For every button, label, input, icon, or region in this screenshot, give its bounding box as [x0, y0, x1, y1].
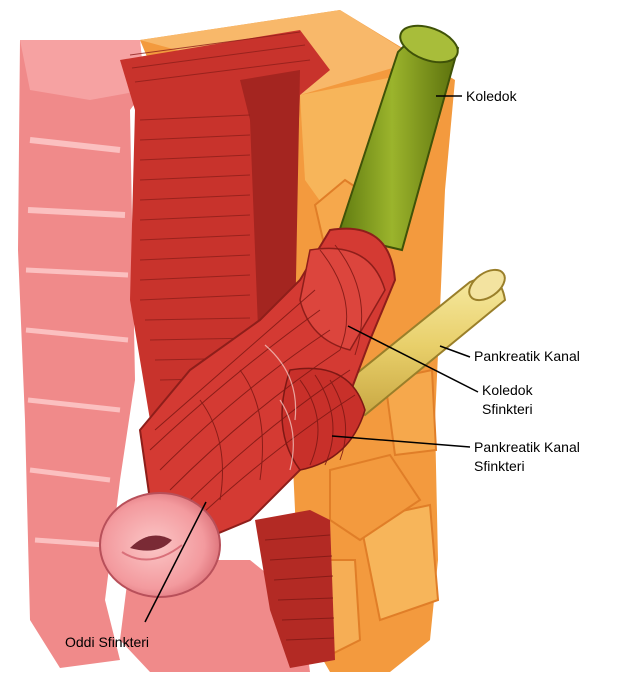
leader-pankreatik-kanal	[440, 346, 470, 357]
label-koledok: Koledok	[466, 88, 517, 105]
label-koledok-sfinkteri-line1: Koledok	[482, 382, 533, 399]
label-oddi-sfinkteri: Oddi Sfinkteri	[65, 634, 149, 651]
label-koledok-sfinkteri-line2: Sfinkteri	[482, 401, 533, 418]
label-pankreatik-sfinkteri-line1: Pankreatik Kanal	[474, 439, 580, 456]
label-pankreatik-kanal: Pankreatik Kanal	[474, 348, 580, 365]
label-pankreatik-sfinkteri-line2: Sfinkteri	[474, 458, 525, 475]
